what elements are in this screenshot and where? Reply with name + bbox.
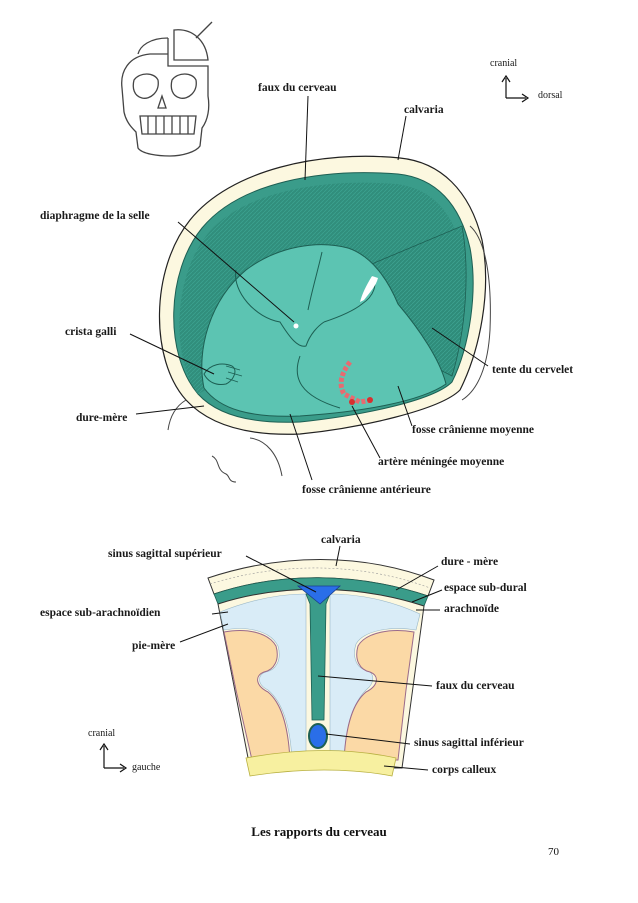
sinus-inferior bbox=[308, 723, 328, 749]
cranial-cavity-diagram bbox=[158, 155, 491, 483]
label-fosse-moyenne: fosse crânienne moyenne bbox=[412, 424, 535, 436]
label-dure-mere-bottom: dure - mère bbox=[441, 556, 499, 568]
orientation-arrows-top bbox=[501, 74, 530, 103]
label-espace-sub-dural: espace sub-dural bbox=[444, 582, 527, 594]
foramen bbox=[360, 276, 378, 302]
label-sinus-superieur: sinus sagittal supérieur bbox=[108, 548, 222, 560]
csf-right bbox=[329, 593, 421, 761]
orientation-cranial-bottom: cranial bbox=[88, 728, 116, 739]
cortex-left bbox=[223, 630, 291, 761]
label-faux-du-cerveau: faux du cerveau bbox=[258, 82, 337, 94]
skull-icon bbox=[121, 21, 213, 157]
label-fosse-anterieure: fosse crânienne antérieure bbox=[302, 484, 431, 496]
label-crista-galli: crista galli bbox=[65, 326, 117, 338]
coronal-section-diagram bbox=[207, 559, 435, 777]
fossa-floor bbox=[201, 244, 447, 417]
label-arachnoide: arachnoïde bbox=[444, 603, 499, 615]
label-sinus-inferieur: sinus sagittal inférieur bbox=[414, 737, 524, 749]
leader-lines-bottom bbox=[179, 545, 443, 771]
label-pie-mere: pie-mère bbox=[132, 640, 176, 652]
figure-caption: Les rapports du cerveau bbox=[251, 824, 387, 839]
label-corps-calleux: corps calleux bbox=[432, 764, 497, 776]
label-tente: tente du cervelet bbox=[492, 364, 574, 376]
orientation-gauche: gauche bbox=[132, 762, 161, 773]
label-calvaria-bottom: calvaria bbox=[321, 534, 361, 546]
label-calvaria-top: calvaria bbox=[404, 104, 444, 116]
corpus-callosum bbox=[245, 750, 397, 777]
leader-lines-top bbox=[129, 95, 489, 481]
label-faux-bottom: faux du cerveau bbox=[436, 680, 515, 692]
label-diaphragme: diaphragme de la selle bbox=[40, 210, 150, 222]
orientation-arrows-bottom bbox=[99, 742, 128, 773]
label-espace-sub-arachnoidien: espace sub-arachnoïdien bbox=[40, 607, 161, 619]
label-dure-mere-top: dure-mère bbox=[76, 412, 128, 424]
sinus-superior bbox=[296, 585, 342, 605]
orientation-cranial-top: cranial bbox=[490, 58, 518, 69]
page-number: 70 bbox=[548, 846, 559, 858]
csf-left bbox=[219, 593, 307, 761]
label-artere: artère méningée moyenne bbox=[378, 456, 505, 468]
cortex-right bbox=[343, 630, 415, 761]
orientation-dorsal: dorsal bbox=[538, 90, 563, 101]
crista-galli-shape bbox=[203, 363, 236, 385]
